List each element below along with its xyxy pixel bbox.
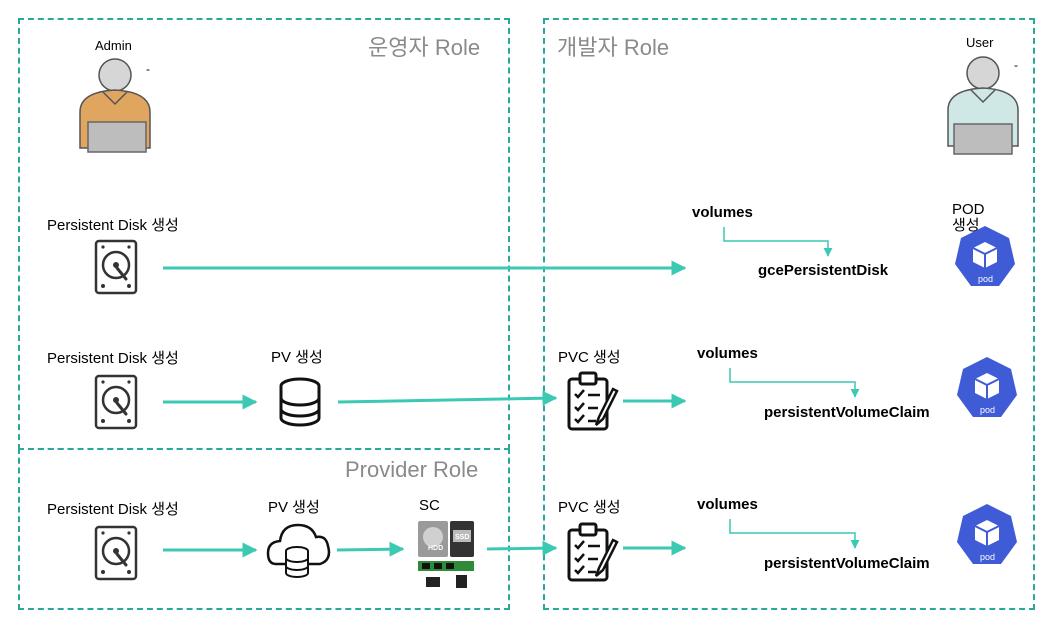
row1-pod-text: pod <box>978 274 993 284</box>
row2-arrow-pv-to-pvc <box>337 390 558 406</box>
row2-disk-icon <box>94 374 138 430</box>
row3-target-label: persistentVolumeClaim <box>764 555 930 572</box>
user-avatar <box>947 56 1019 155</box>
row2-pod-text: pod <box>980 405 995 415</box>
row2-disk-label: Persistent Disk 생성 <box>47 350 179 367</box>
row3-pv-label: PV 생성 <box>268 499 320 516</box>
user-mark: - <box>1014 58 1018 72</box>
row3-pod-icon: pod <box>956 503 1018 565</box>
row2-pv-label: PV 생성 <box>271 349 323 366</box>
row2-volumes-label: volumes <box>697 345 758 362</box>
provider-role-title: Provider Role <box>345 457 479 482</box>
row2-volumes-connector <box>729 368 860 398</box>
row3-disk-label: Persistent Disk 생성 <box>47 501 179 518</box>
row1-disk-label: Persistent Disk 생성 <box>47 217 179 234</box>
row3-disk-icon <box>94 525 138 581</box>
row1-target-label: gcePersistentDisk <box>758 262 889 279</box>
row3-pvc-label: PVC 생성 <box>558 499 621 516</box>
admin-label: Admin <box>95 38 132 53</box>
row3-volumes-connector <box>729 519 860 549</box>
provider-role-zone <box>18 448 510 610</box>
row2-pv-database-icon <box>279 377 321 427</box>
row3-pv-cloud-icon <box>266 523 331 578</box>
sc-ssd-text: SSD <box>455 534 469 541</box>
row3-arrow-pv-to-sc <box>336 541 405 557</box>
row3-pod-text: pod <box>980 552 995 562</box>
admin-mark: - <box>146 62 150 76</box>
row1-volumes-connector <box>723 227 833 257</box>
operator-role-title: 운영자 Role <box>368 35 481 60</box>
developer-role-zone <box>543 18 1035 610</box>
user-label: User <box>966 35 994 50</box>
row3-sc-label: SC <box>419 497 440 514</box>
row3-volumes-label: volumes <box>697 496 758 513</box>
sc-storage-icon: HDD SSD <box>418 521 474 588</box>
pod-create-label: POD 생성 <box>952 201 985 234</box>
row2-target-label: persistentVolumeClaim <box>764 404 930 421</box>
row1-volumes-label: volumes <box>692 204 753 221</box>
developer-role-title: 개발자 Role <box>557 35 670 60</box>
row2-pvc-clipboard-icon <box>567 371 619 431</box>
row3-pvc-clipboard-icon <box>567 522 619 582</box>
sc-hdd-text: HDD <box>428 545 443 552</box>
row1-disk-icon <box>94 239 138 295</box>
row2-pod-icon: pod <box>956 356 1018 418</box>
admin-avatar <box>79 58 151 153</box>
row3-arrow-sc-to-pvc <box>486 540 558 556</box>
row1-pod-icon: pod <box>954 225 1016 287</box>
row2-pvc-label: PVC 생성 <box>558 349 621 366</box>
